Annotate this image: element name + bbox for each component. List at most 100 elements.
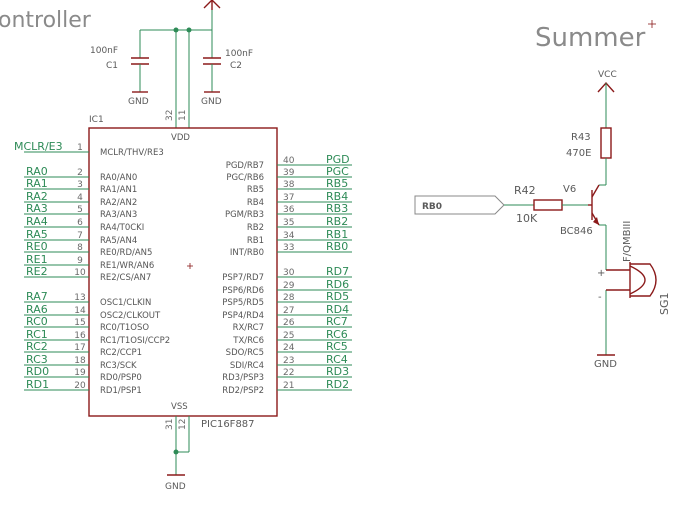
pin-number: 9: [77, 256, 83, 266]
pin-number: 26: [283, 318, 295, 328]
r42-value: 10K: [516, 212, 538, 225]
net-label: RD4: [326, 303, 349, 316]
buzzer-sg1[interactable]: [605, 262, 657, 355]
pin-number: 30: [283, 268, 295, 278]
net-label: RB4: [326, 190, 348, 203]
resistor-r42[interactable]: [533, 199, 563, 211]
pin-function: PSP7/RD7: [222, 273, 264, 283]
pin-number: 22: [283, 368, 294, 378]
capacitor-c2[interactable]: 100nF C2 GND: [201, 49, 253, 107]
resistor-r43[interactable]: [600, 127, 612, 159]
summer-vcc: VCC: [598, 70, 617, 80]
pin-function: RE1/WR/AN6: [100, 261, 154, 271]
pin-number: 37: [283, 193, 294, 203]
pin-function: PGC/RB6: [226, 173, 264, 183]
pin-number: 21: [283, 381, 294, 391]
pin-number: 13: [74, 293, 85, 303]
pin-number: 28: [283, 293, 295, 303]
pin-function: RA1/AN1: [100, 185, 137, 195]
pin-number: 27: [283, 306, 294, 316]
summer-gnd: GND: [594, 359, 617, 370]
pin-function: RX/RC7: [233, 323, 264, 333]
net-label: RA1: [26, 177, 48, 190]
net-label: RD1: [26, 378, 49, 391]
ic1-part: PIC16F887: [201, 419, 255, 430]
r43-name: R43: [571, 132, 591, 143]
net-label: RC0: [26, 315, 48, 328]
pin-function: OSC2/CLKOUT: [100, 311, 161, 321]
net-label: RA6: [26, 303, 48, 316]
transistor-v6[interactable]: [588, 184, 600, 226]
pin-number: 34: [283, 231, 295, 241]
pin-number: 1: [77, 143, 83, 153]
c2-name: C2: [230, 61, 242, 71]
pin-function: INT/RB0: [230, 248, 264, 258]
pin-function: RC0/T1OSO: [100, 323, 149, 333]
summer-circuit: VCC R43 470E RB0 R42 10K V6 BC846: [414, 70, 671, 370]
pin-number: 20: [74, 381, 86, 391]
pin-number: 19: [74, 368, 86, 378]
pin-function: RE0/RD/AN5: [100, 248, 152, 258]
pin-function: TX/RC6: [232, 336, 264, 346]
pin-number: 38: [283, 180, 295, 190]
net-label: RC2: [26, 340, 48, 353]
r43-value: 470E: [566, 148, 591, 159]
net-label: RC3: [26, 353, 48, 366]
ic-gnd-network: GND: [165, 416, 190, 492]
pin-number: 14: [74, 306, 86, 316]
ic1-pic16f887[interactable]: IC1 VDD VSS PIC16F887 32 11 31 12: [88, 110, 278, 430]
pin-number: 17: [74, 343, 85, 353]
vdd-pin-32: 32: [165, 110, 175, 121]
buzzer-part: F/QMBIII: [622, 221, 633, 262]
rb0-net-flag[interactable]: [414, 195, 505, 215]
pin-number: 33: [283, 243, 294, 253]
capacitor-c1[interactable]: 100nF C1 GND: [90, 46, 149, 107]
r42-name: R42: [514, 184, 536, 197]
net-label: RE2: [26, 265, 48, 278]
pin-function: OSC1/CLKIN: [100, 298, 151, 308]
net-label: RA0: [26, 165, 48, 178]
pin-function: RD2/PSP2: [222, 386, 264, 396]
net-label: RC5: [326, 340, 348, 353]
pin-number: 23: [283, 356, 294, 366]
pin-function: SDI/RC4: [230, 361, 264, 371]
pin-number: 5: [77, 205, 83, 215]
net-label: RD7: [326, 265, 349, 278]
